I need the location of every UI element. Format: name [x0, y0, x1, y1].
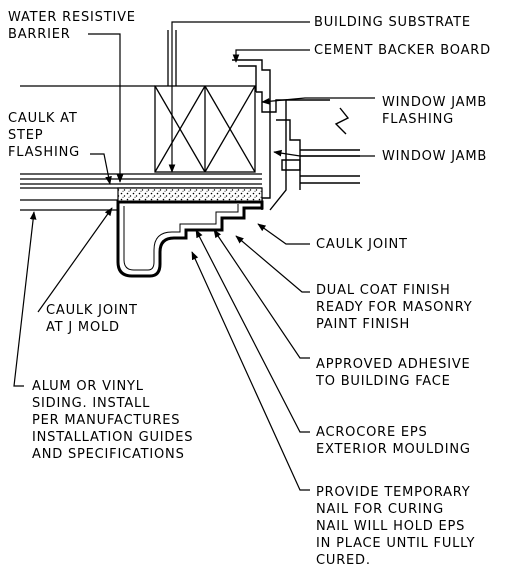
eps-moulding-inner: [123, 204, 239, 271]
label-caulk-j-mold: CAULK JOINT AT J MOLD: [46, 303, 138, 335]
label-caulk-joint: CAULK JOINT: [316, 237, 408, 252]
leader-lines: [13, 21, 375, 491]
label-water-resistive-barrier: WATER RESISTIVE BARRIER: [8, 10, 136, 42]
label-approved-adhesive: APPROVED ADHESIVE TO BUILDING FACE: [316, 357, 471, 389]
label-window-jamb: WINDOW JAMB: [382, 149, 488, 164]
label-window-jamb-flashing: WINDOW JAMB FLASHING: [382, 95, 488, 127]
label-alum-vinyl-siding: ALUM OR VINYL SIDING. INSTALL PER MANUFA…: [32, 379, 194, 462]
building-substrate: [20, 30, 256, 173]
label-acrocore-eps: ACROCORE EPS EXTERIOR MOULDING: [316, 425, 471, 457]
label-dual-coat-finish: DUAL COAT FINISH READY FOR MASONRY PAINT…: [316, 283, 473, 332]
label-cement-backer-board: CEMENT BACKER BOARD: [314, 43, 491, 58]
label-temporary-nail: PROVIDE TEMPORARY NAIL FOR CURING NAIL W…: [316, 485, 476, 568]
dual-coat-finish: [117, 187, 263, 203]
label-building-substrate: BUILDING SUBSTRATE: [314, 15, 471, 30]
label-caulk-step-flashing: CAULK AT STEP FLASHING: [8, 111, 80, 160]
